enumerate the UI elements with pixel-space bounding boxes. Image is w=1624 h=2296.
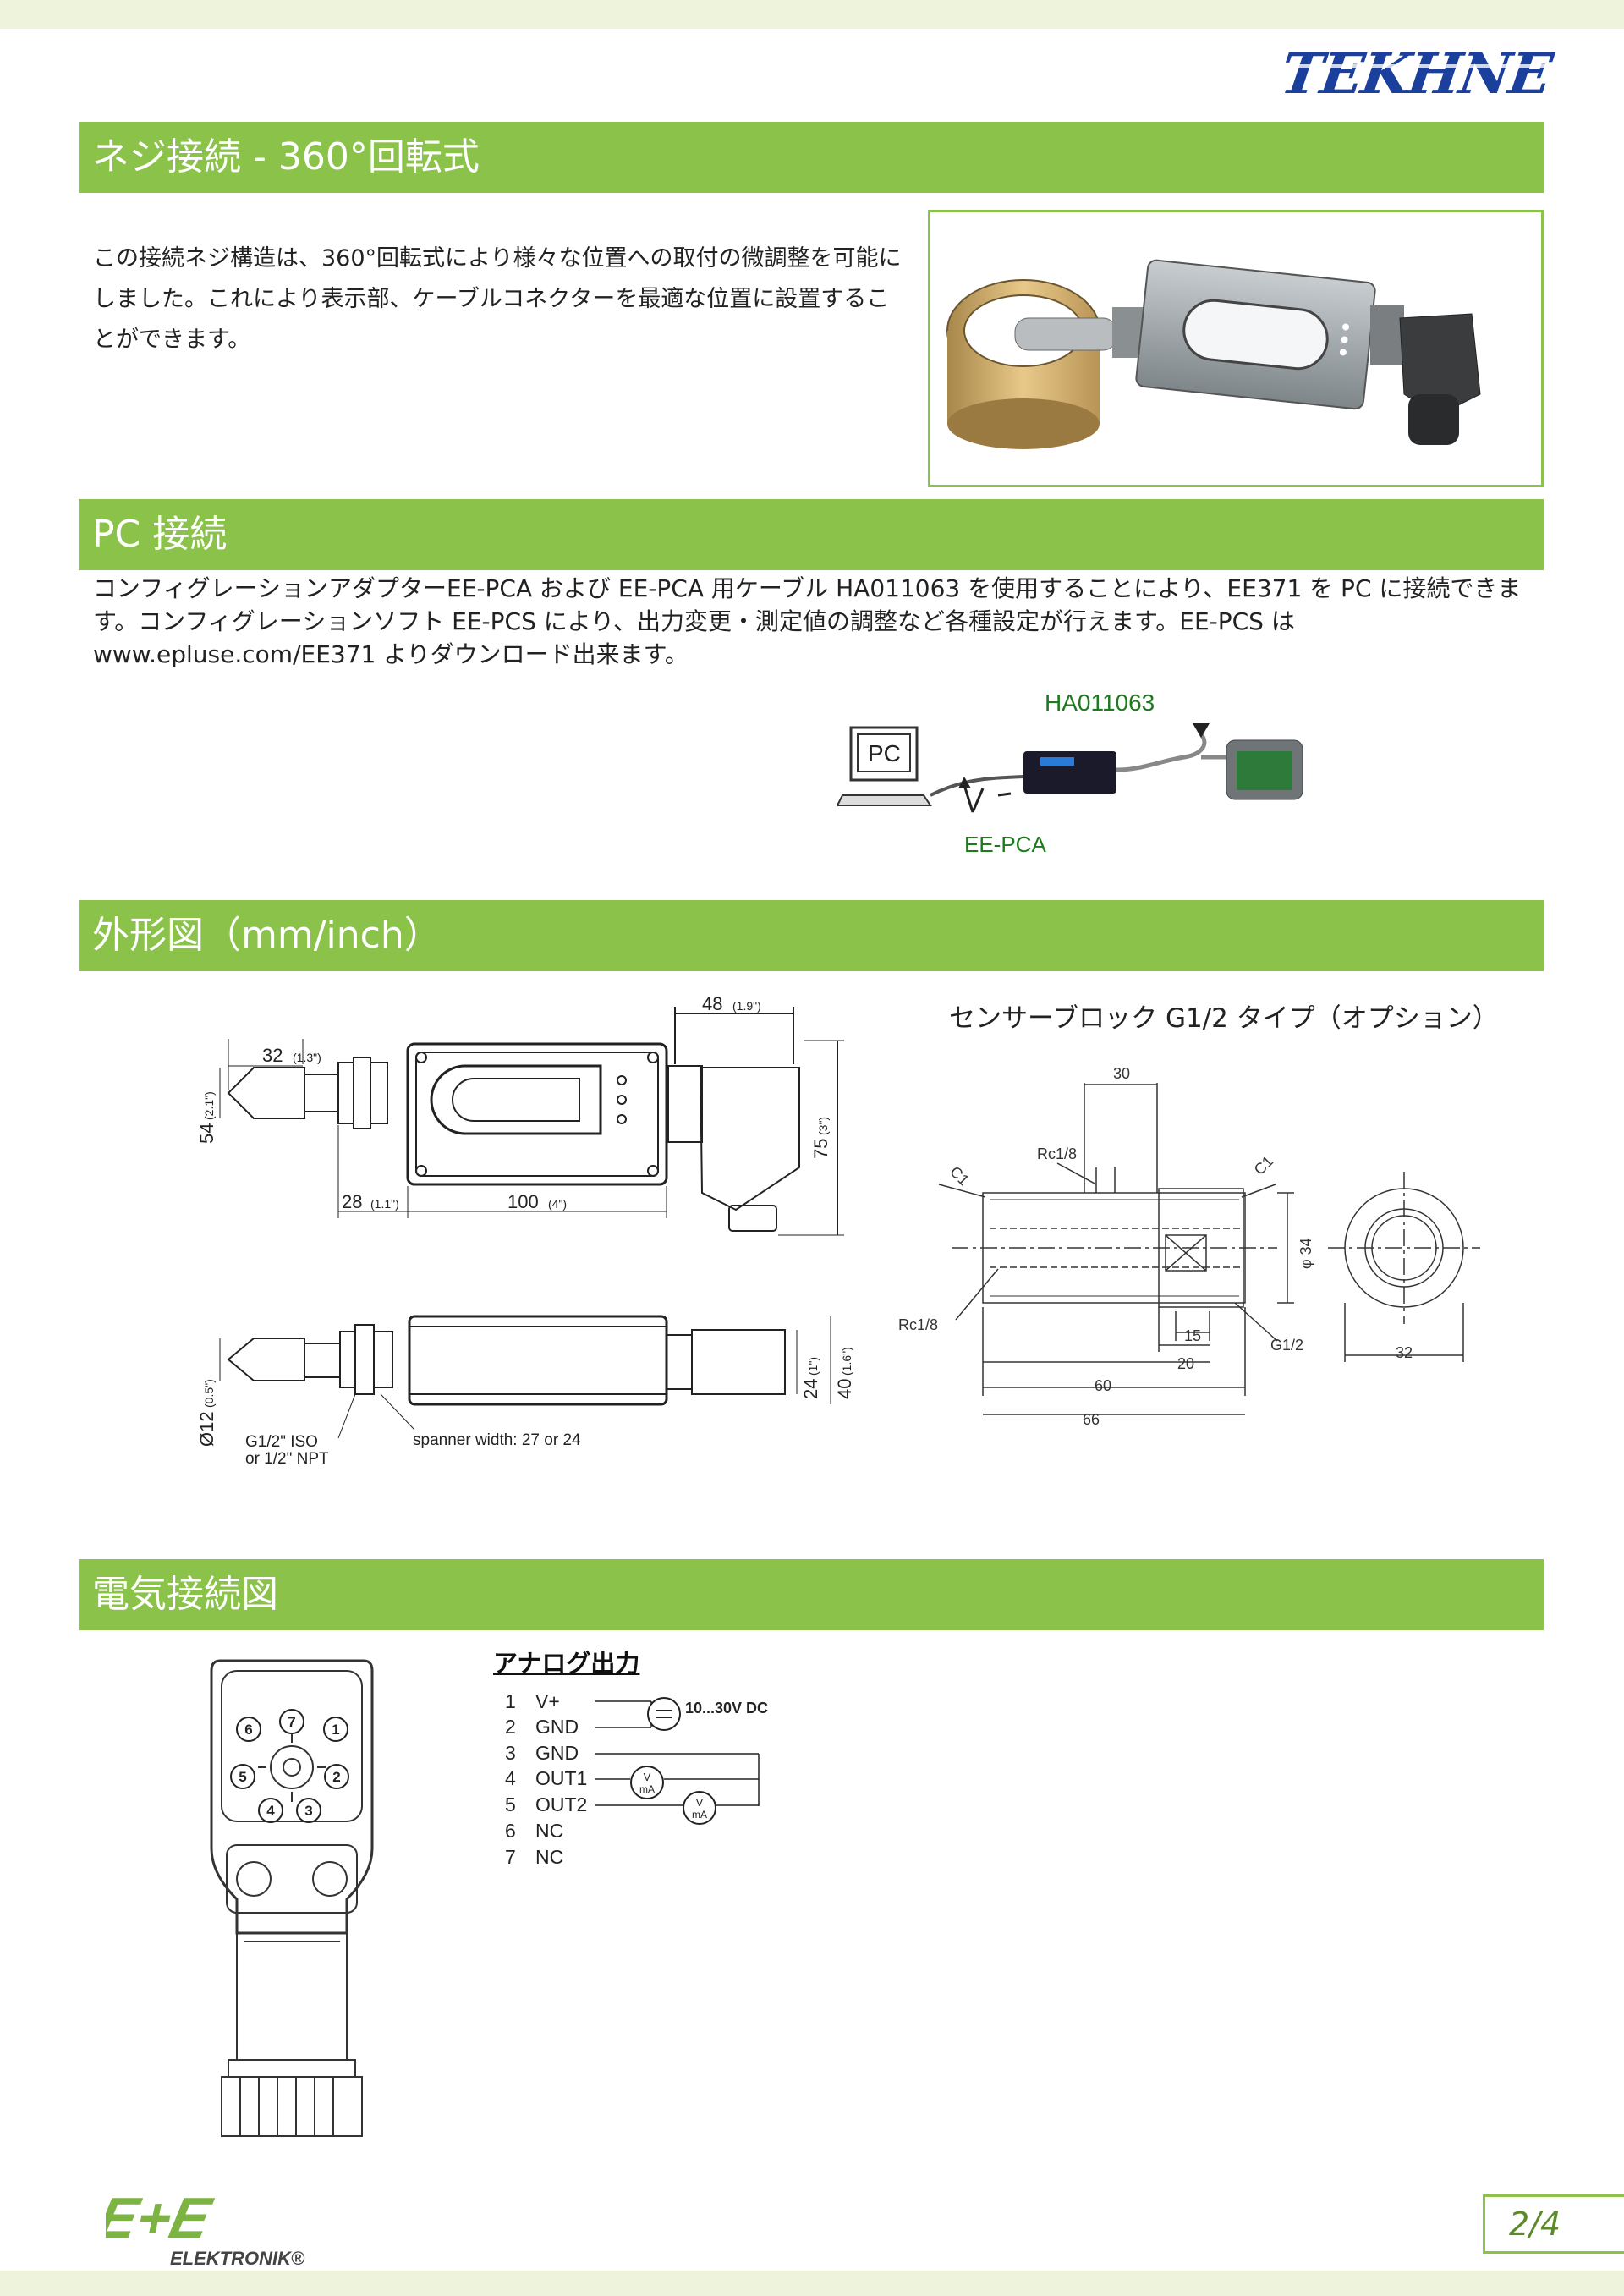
wiring-subtitle: アナログ出力	[493, 1649, 640, 1678]
dim-12-inch: (0.5")	[202, 1379, 216, 1408]
pin-7-number: 7	[505, 1846, 516, 1868]
power-supply-icon	[647, 1697, 681, 1731]
block-dim-15: 15	[1184, 1327, 1201, 1344]
pc-label: PC	[868, 740, 901, 766]
thread-note-2: or 1/2" NPT	[245, 1450, 329, 1468]
adapter-label: EE-PCA	[964, 832, 1046, 857]
meter-out2-icon	[683, 1791, 716, 1825]
dim-100: 100	[508, 1191, 539, 1212]
supply-label: 10...30V DC	[685, 1700, 768, 1717]
dim-24-inch: (1")	[806, 1357, 820, 1376]
section-title-thread: ネジ接続 - 360°回転式	[79, 122, 1544, 193]
connector-pin-1: 1	[332, 1722, 339, 1738]
sensor-3d-illustration	[946, 259, 1481, 449]
page-number: 2/4	[1483, 2194, 1624, 2254]
dim-12: Ø12	[196, 1411, 217, 1447]
spanner-note: spanner width: 27 or 24	[413, 1431, 581, 1449]
dim-32: 32	[262, 1045, 283, 1066]
pc-description: コンフィグレーションアダプターEE-PCA および EE-PCA 用ケーブル H…	[93, 574, 1522, 668]
ee-logo-sub: ELEKTRONIK®	[170, 2248, 305, 2269]
sensor-block-drawing: 30 Rc1/8 C1 C1 φ 34 Rc1/8 15 20 G1/2 60 …	[898, 1065, 1480, 1428]
connector-pin-2: 2	[332, 1769, 340, 1785]
block-c1-right: C1	[1251, 1152, 1276, 1178]
pc-connection-diagram: HA011063 PC EE-PCA	[837, 689, 1303, 857]
pin-4-number: 4	[505, 1767, 516, 1789]
connector-pin-7: 7	[288, 1714, 295, 1730]
dim-75-inch: (3")	[816, 1117, 830, 1135]
thread-description: この接続ネジ構造は、360°回転式により様々な位置への取付の微調整を可能にしまし…	[93, 245, 902, 353]
ee-logo-main: E+E	[106, 2187, 218, 2250]
dim-40-inch: (1.6")	[840, 1347, 853, 1376]
ee-elektronik-logo: E+E ELEKTRONIK®	[106, 2187, 305, 2269]
bottom-band	[0, 2271, 1624, 2296]
pin-6-label: NC	[535, 1820, 563, 1842]
pin-1-label: V+	[535, 1690, 560, 1712]
meter-out1-ma: mA	[639, 1783, 655, 1795]
thread-note-1: G1/2" ISO	[245, 1433, 318, 1451]
outline-drawing: 48 (1.9") 32 (1.3") 54 (2.1") 75 (3") 28 (…	[196, 993, 855, 1468]
pin-6-number: 6	[505, 1820, 516, 1842]
dim-32-inch: (1.3")	[293, 1051, 321, 1064]
block-phi34: φ 34	[1298, 1238, 1314, 1269]
meter-out1-icon	[630, 1766, 664, 1799]
top-band	[0, 0, 1624, 29]
dim-75: 75	[810, 1139, 831, 1159]
pin-2-label: GND	[535, 1716, 579, 1738]
block-rc-bottom: Rc1/8	[898, 1316, 938, 1333]
pin-2-number: 2	[505, 1716, 516, 1738]
block-dim-30: 30	[1113, 1065, 1130, 1082]
block-dim-32: 32	[1396, 1344, 1413, 1361]
sensor-block-title: センサーブロック G1/2 タイプ（オプション）	[949, 1003, 1499, 1034]
thread-product-image	[928, 210, 1544, 487]
connector-pin-6: 6	[244, 1722, 252, 1738]
pin-7-label: NC	[535, 1846, 563, 1868]
connector-pin-4: 4	[266, 1803, 275, 1819]
section-title-wiring: 電気接続図	[79, 1559, 1544, 1630]
dim-54: 54	[196, 1123, 217, 1144]
section-title-pc: PC 接続	[79, 499, 1544, 570]
tekhne-logo: TEKHNE	[1276, 41, 1555, 107]
pin-5-number: 5	[505, 1793, 516, 1815]
dim-24: 24	[800, 1379, 821, 1399]
meter-out2-ma: mA	[692, 1809, 707, 1821]
block-dim-20: 20	[1177, 1355, 1194, 1372]
connector-pin-5: 5	[239, 1769, 246, 1785]
dim-48-inch: (1.9")	[732, 999, 761, 1013]
pin-3-number: 3	[505, 1742, 516, 1764]
pin-3-label: GND	[535, 1742, 579, 1764]
block-c1-left: C1	[946, 1163, 972, 1189]
cable-label: HA011063	[1045, 689, 1155, 716]
dim-28-inch: (1.1")	[370, 1197, 399, 1211]
section-title-dims: 外形図（mm/inch）	[79, 900, 1544, 971]
meter-out1-v: V	[644, 1771, 651, 1783]
block-dim-66: 66	[1083, 1411, 1100, 1428]
meter-out2-v: V	[696, 1796, 704, 1809]
pin-1-number: 1	[505, 1690, 516, 1712]
dim-40: 40	[834, 1379, 855, 1399]
connector-drawing: 1 2 3 4 5 6 7	[210, 1659, 374, 2137]
dim-48: 48	[702, 993, 722, 1014]
dim-28: 28	[342, 1191, 362, 1212]
block-rc-top: Rc1/8	[1037, 1145, 1077, 1162]
dim-54-inch: (2.1")	[202, 1091, 216, 1120]
pin-4-label: OUT1	[535, 1767, 587, 1789]
block-dim-60: 60	[1095, 1377, 1111, 1394]
block-g12: G1/2	[1270, 1337, 1303, 1354]
dim-100-inch: (4")	[548, 1197, 567, 1211]
pin-5-label: OUT2	[535, 1793, 587, 1815]
connector-pin-3: 3	[304, 1803, 312, 1819]
